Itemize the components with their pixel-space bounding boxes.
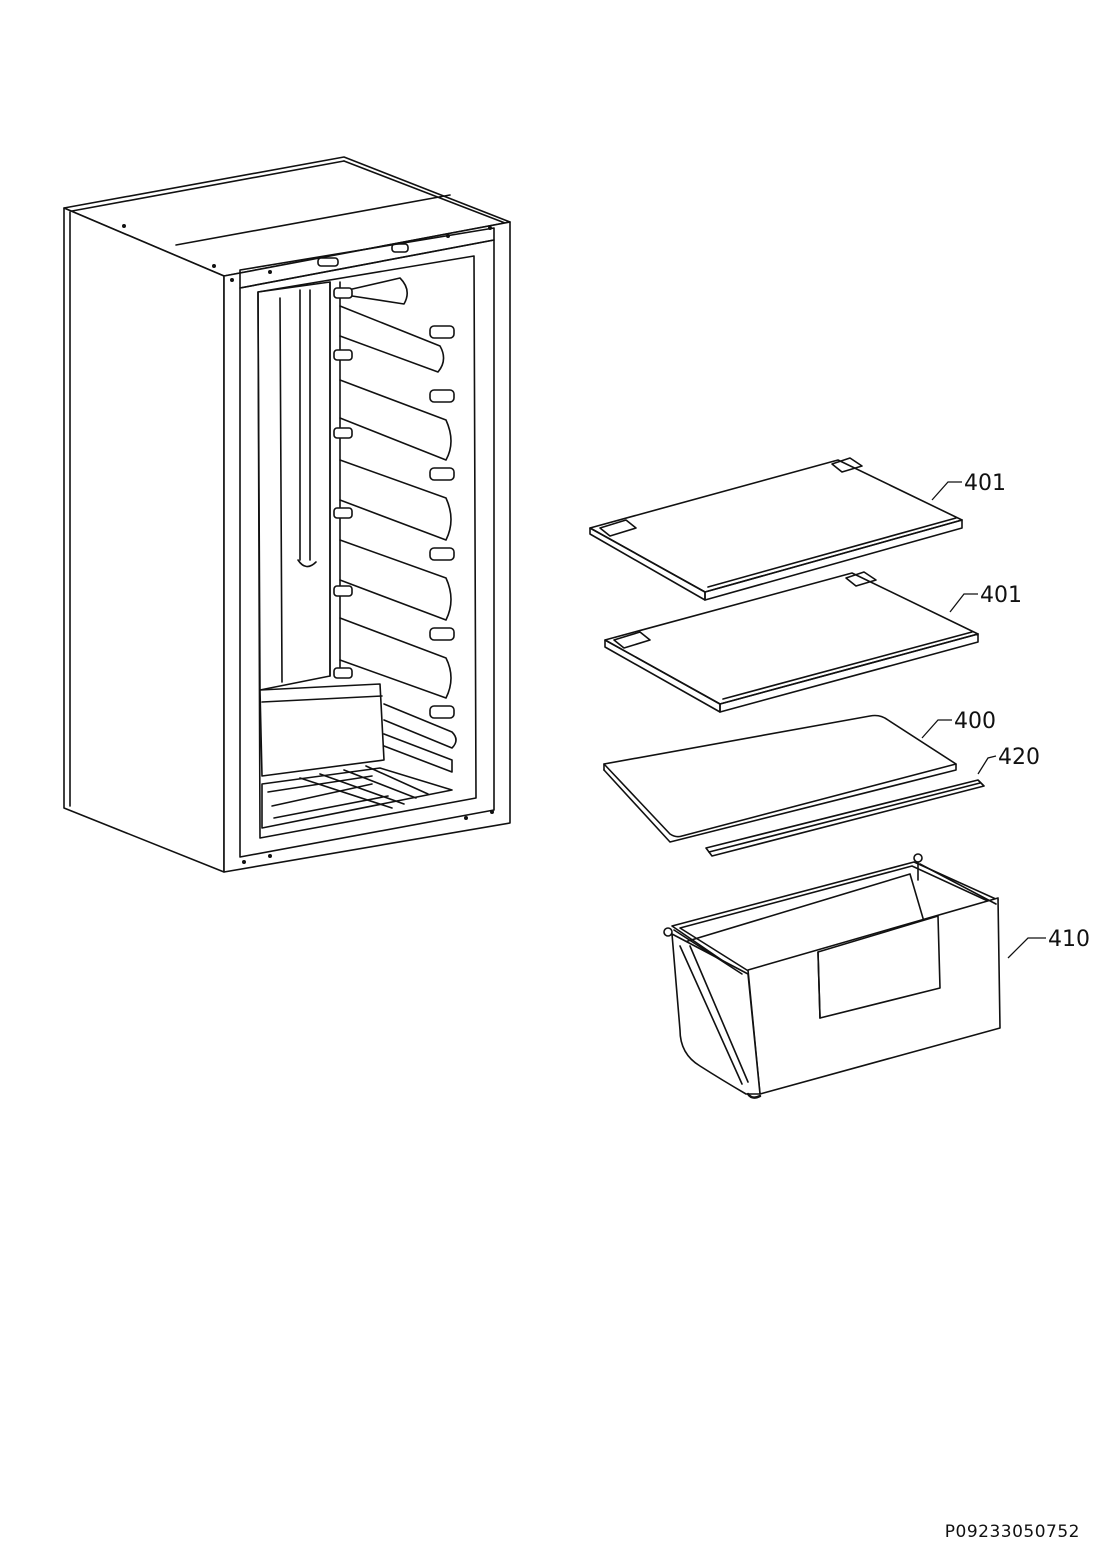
refrigerator-cabinet — [63, 156, 511, 873]
part-label-shelf-middle: 401 — [980, 583, 1022, 608]
callout-shelf-middle: 401 — [949, 583, 1022, 613]
crisper-cover-plate — [603, 714, 957, 843]
callout-cover-trim: 420 — [977, 745, 1040, 775]
cover-trim-strip — [705, 779, 985, 857]
part-label-crisper-cover: 400 — [954, 709, 996, 734]
part-label-cover-trim: 420 — [998, 745, 1040, 770]
part-label-shelf-top: 401 — [964, 471, 1006, 496]
glass-shelf-top — [589, 457, 963, 601]
glass-shelf-middle — [604, 571, 979, 713]
callout-crisper-drawer: 410 — [1007, 927, 1090, 959]
part-label-crisper-drawer: 410 — [1048, 927, 1090, 952]
crisper-drawer-box — [663, 853, 1001, 1099]
part-callouts: 401 401 400 420 410 — [921, 471, 1090, 959]
document-code: P09233050752 — [944, 1522, 1080, 1542]
callout-crisper-cover: 400 — [921, 709, 996, 739]
callout-shelf-top: 401 — [931, 471, 1006, 501]
